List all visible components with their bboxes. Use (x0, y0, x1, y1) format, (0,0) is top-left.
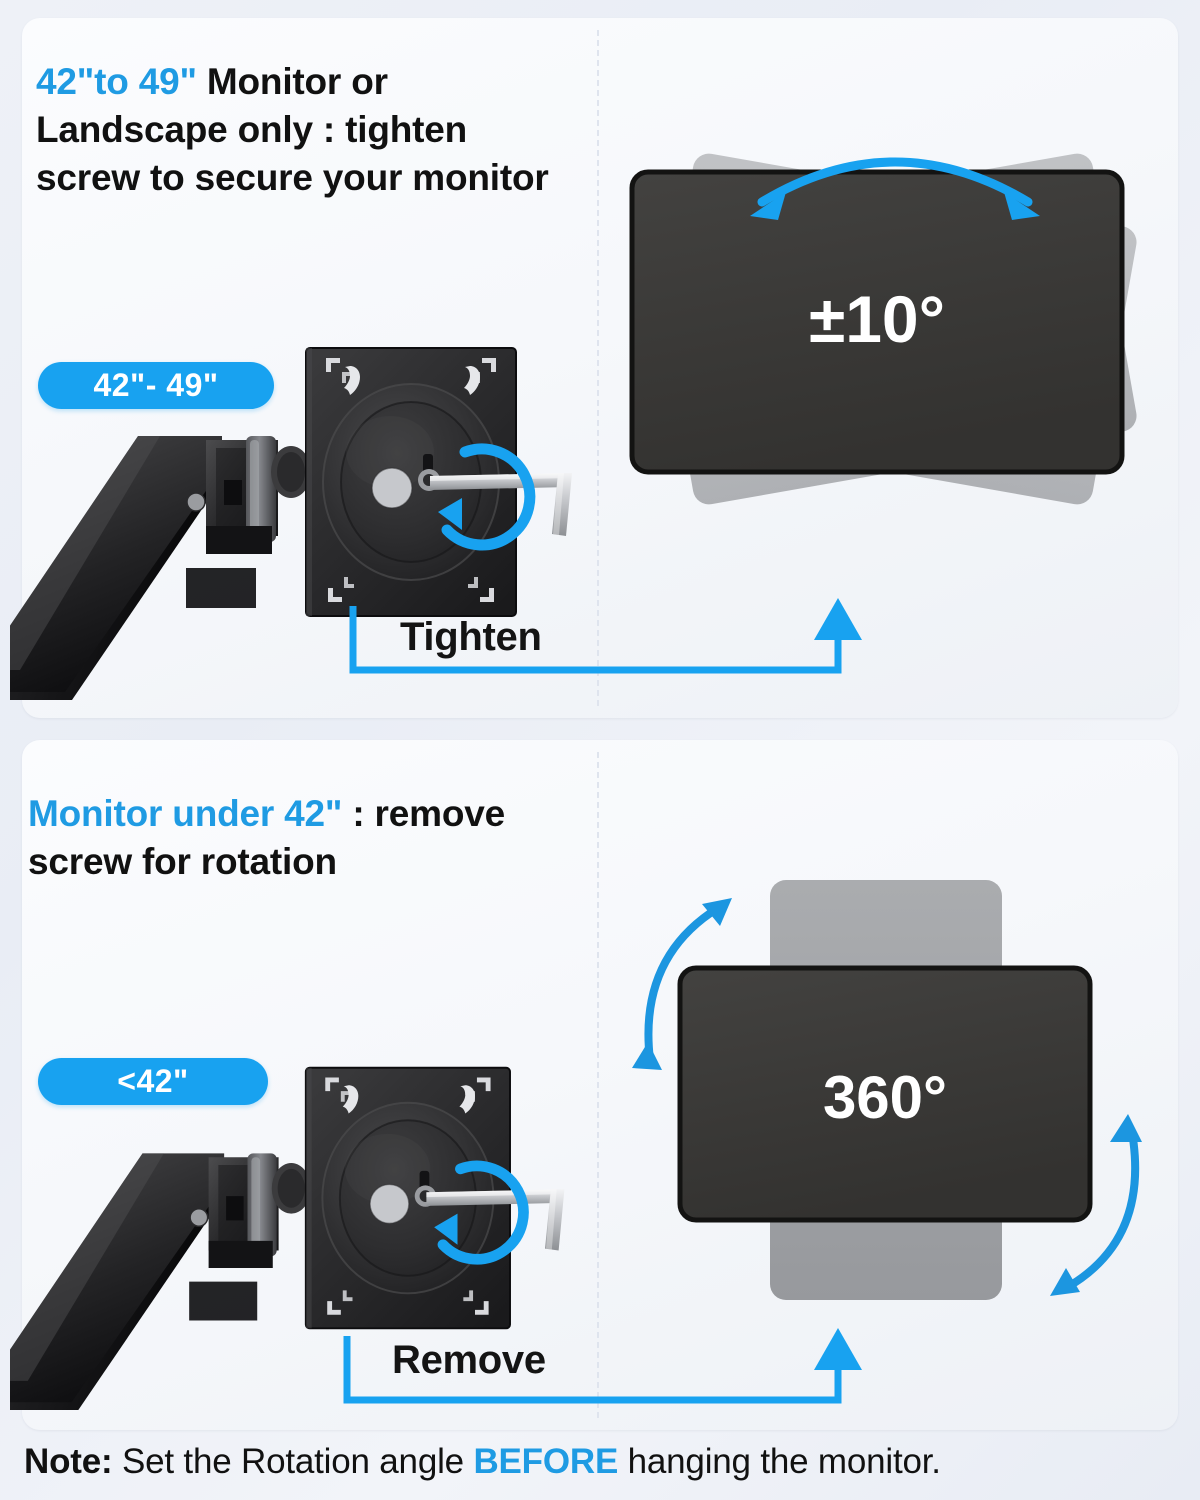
heading-rest-text: Monitor or Landscape only : tighten scre… (36, 61, 549, 199)
note-mid: Set the Rotation angle (112, 1442, 474, 1481)
monitor-screen-tilt: ±10° (629, 169, 1125, 475)
panel-divider-bottom (597, 752, 599, 1418)
diagram-tilt-range: ±10° (629, 153, 1137, 505)
heading-tighten: 42"to 49" Monitor or Landscape only : ti… (36, 58, 566, 202)
vesa-mounting-plate (304, 1066, 511, 1330)
vesa-keyhole-slots (326, 358, 496, 602)
badge-size-42-49: 42"- 49" (38, 362, 274, 409)
heading-rotate: Monitor under 42" : remove screw for rot… (28, 790, 608, 886)
panel-divider-top (597, 30, 599, 706)
heading-rest-text-rotate: : remove screw for rotation (28, 793, 505, 883)
badge-size-under-42: <42" (38, 1058, 268, 1105)
rotation-arrow-left-icon (632, 898, 732, 1070)
vesa-mounting-plate (305, 347, 517, 617)
footer-note: Note: Set the Rotation angle BEFORE hang… (24, 1442, 1184, 1482)
tilt-value-label: ±10° (809, 282, 945, 356)
rotation-direction-arrow-icon (434, 1160, 529, 1265)
vesa-hook-tabs (344, 366, 480, 395)
arm-gimbal-joint (189, 1153, 311, 1321)
arm-gimbal-joint (186, 436, 311, 608)
note-emphasis: BEFORE (473, 1442, 619, 1481)
vesa-hook-tabs (342, 1085, 475, 1114)
photo-arm-vesa-tighten (10, 347, 572, 700)
rotation-value-label: 360° (823, 1064, 947, 1131)
rotation-arrow-right-icon (1050, 1114, 1142, 1296)
connector-arrow-remove (343, 1328, 862, 1404)
diagram-rotation-range: 360° (632, 880, 1142, 1300)
note-suffix: hanging the monitor. (618, 1442, 941, 1481)
heading-highlight-size-range: 42"to 49" (36, 61, 197, 102)
rotation-direction-arrow-icon (438, 443, 536, 551)
tilt-double-arrow-icon (750, 157, 1040, 220)
allen-key (426, 1189, 565, 1251)
monitor-arm (10, 436, 222, 700)
connector-arrow-tighten (349, 598, 862, 674)
label-remove: Remove (392, 1338, 546, 1382)
monitor-screen-rotate: 360° (677, 965, 1093, 1223)
photo-arm-vesa-remove (10, 1066, 565, 1410)
monitor-arm (10, 1153, 225, 1410)
heading-highlight-size-under: Monitor under 42" (28, 793, 343, 834)
note-prefix: Note: (24, 1442, 113, 1481)
label-tighten: Tighten (400, 615, 542, 659)
allen-key (430, 473, 572, 536)
